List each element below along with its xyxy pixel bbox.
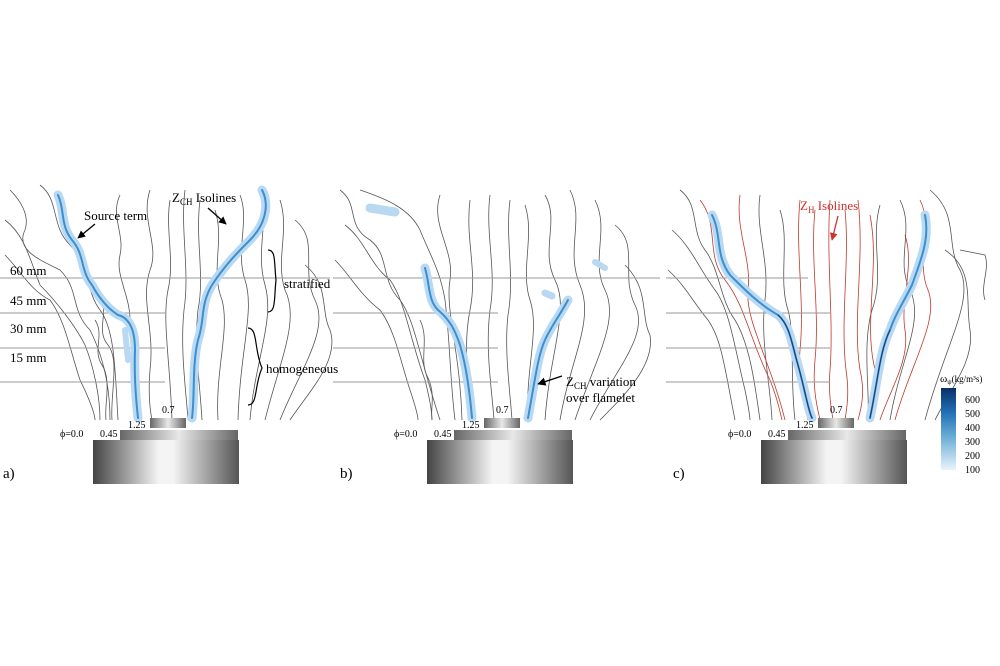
colorbar-tick: 100 — [965, 465, 980, 476]
panel-label: c) — [673, 466, 685, 482]
zch-variation-arrow — [537, 375, 563, 386]
height-label: 60 mm — [10, 263, 46, 278]
burner-body — [427, 440, 573, 484]
burner-nozzle — [484, 418, 520, 428]
source-term-arrow — [77, 223, 96, 239]
zh-isolines-arrow — [829, 215, 839, 241]
panel-a: ϕ=0.0 0.45 1.25 0.7 60 mm 45 mm 30 mm 15… — [0, 184, 338, 484]
panel-b: ϕ=0.0 0.45 1.25 0.7 ZCH variation over f… — [333, 189, 660, 484]
burner-b — [427, 418, 573, 484]
height-label: 15 mm — [10, 350, 46, 365]
zch-isolines-b — [334, 189, 651, 421]
burner-body — [93, 440, 239, 484]
phi-label: 0.45 — [100, 429, 118, 440]
phi-label: 1.25 — [128, 420, 146, 431]
phi-label: ϕ=0.0 — [394, 429, 417, 440]
burner-annulus — [788, 430, 906, 440]
zh-isolines-label: ZH Isolines — [800, 198, 858, 215]
source-term-label: Source term — [84, 208, 147, 223]
phi-label: ϕ=0.0 — [60, 429, 83, 440]
colorbar-scale — [941, 388, 956, 470]
burner-nozzle — [818, 418, 854, 428]
panel-label: a) — [3, 466, 15, 482]
height-label: 45 mm — [10, 293, 46, 308]
phi-labels-b: ϕ=0.0 0.45 1.25 0.7 — [394, 405, 509, 440]
colorbar-title: ωψ(kg/m³s) — [940, 373, 982, 386]
colorbar-tick: 300 — [965, 437, 980, 448]
zch-isolines-arrow — [207, 207, 227, 225]
colorbar-tick: 400 — [965, 423, 980, 434]
phi-label: 0.45 — [434, 429, 452, 440]
phi-label: ϕ=0.0 — [728, 429, 751, 440]
burner-annulus — [120, 430, 238, 440]
phi-labels-a: ϕ=0.0 0.45 1.25 0.7 — [60, 405, 175, 440]
burner-c — [761, 418, 907, 484]
phi-label: 0.7 — [830, 405, 843, 416]
homogeneous-bracket — [247, 327, 263, 406]
phi-label: 0.7 — [496, 405, 509, 416]
phi-label: 0.45 — [768, 429, 786, 440]
height-lines-b — [333, 277, 660, 383]
zch-variation-label: ZCH variation — [566, 374, 636, 391]
colorbar-tick: 600 — [965, 395, 980, 406]
burner-annulus — [454, 430, 572, 440]
burner-body — [761, 440, 907, 484]
colorbar: ωψ(kg/m³s) 600 500 400 300 200 100 — [940, 373, 982, 476]
phi-labels-c: ϕ=0.0 0.45 1.25 0.7 — [728, 405, 843, 440]
stratified-label: stratified — [284, 276, 331, 291]
zh-isolines-c — [699, 194, 932, 421]
height-label: 30 mm — [10, 321, 46, 336]
flame-front-a — [53, 185, 271, 423]
stratified-bracket — [267, 249, 277, 313]
zch-isolines-a — [4, 184, 333, 421]
colorbar-tick: 200 — [965, 451, 980, 462]
phi-label: 1.25 — [462, 420, 480, 431]
phi-label: 0.7 — [162, 405, 175, 416]
homogeneous-label: homogeneous — [266, 361, 338, 376]
over-flamelet-label: over flamelet — [566, 390, 635, 405]
colorbar-tick: 500 — [965, 409, 980, 420]
phi-label: 1.25 — [796, 420, 814, 431]
height-labels-a: 60 mm 45 mm 30 mm 15 mm — [10, 263, 46, 365]
burner-nozzle — [150, 418, 186, 428]
burner-a — [93, 418, 239, 484]
flame-front-c — [707, 210, 931, 423]
panel-c: ϕ=0.0 0.45 1.25 0.7 ZH Isolines c) ωψ(kg… — [666, 189, 987, 484]
flame-front-b — [365, 203, 608, 423]
zch-isolines-label: ZCH Isolines — [172, 190, 236, 207]
panel-label: b) — [340, 466, 353, 482]
